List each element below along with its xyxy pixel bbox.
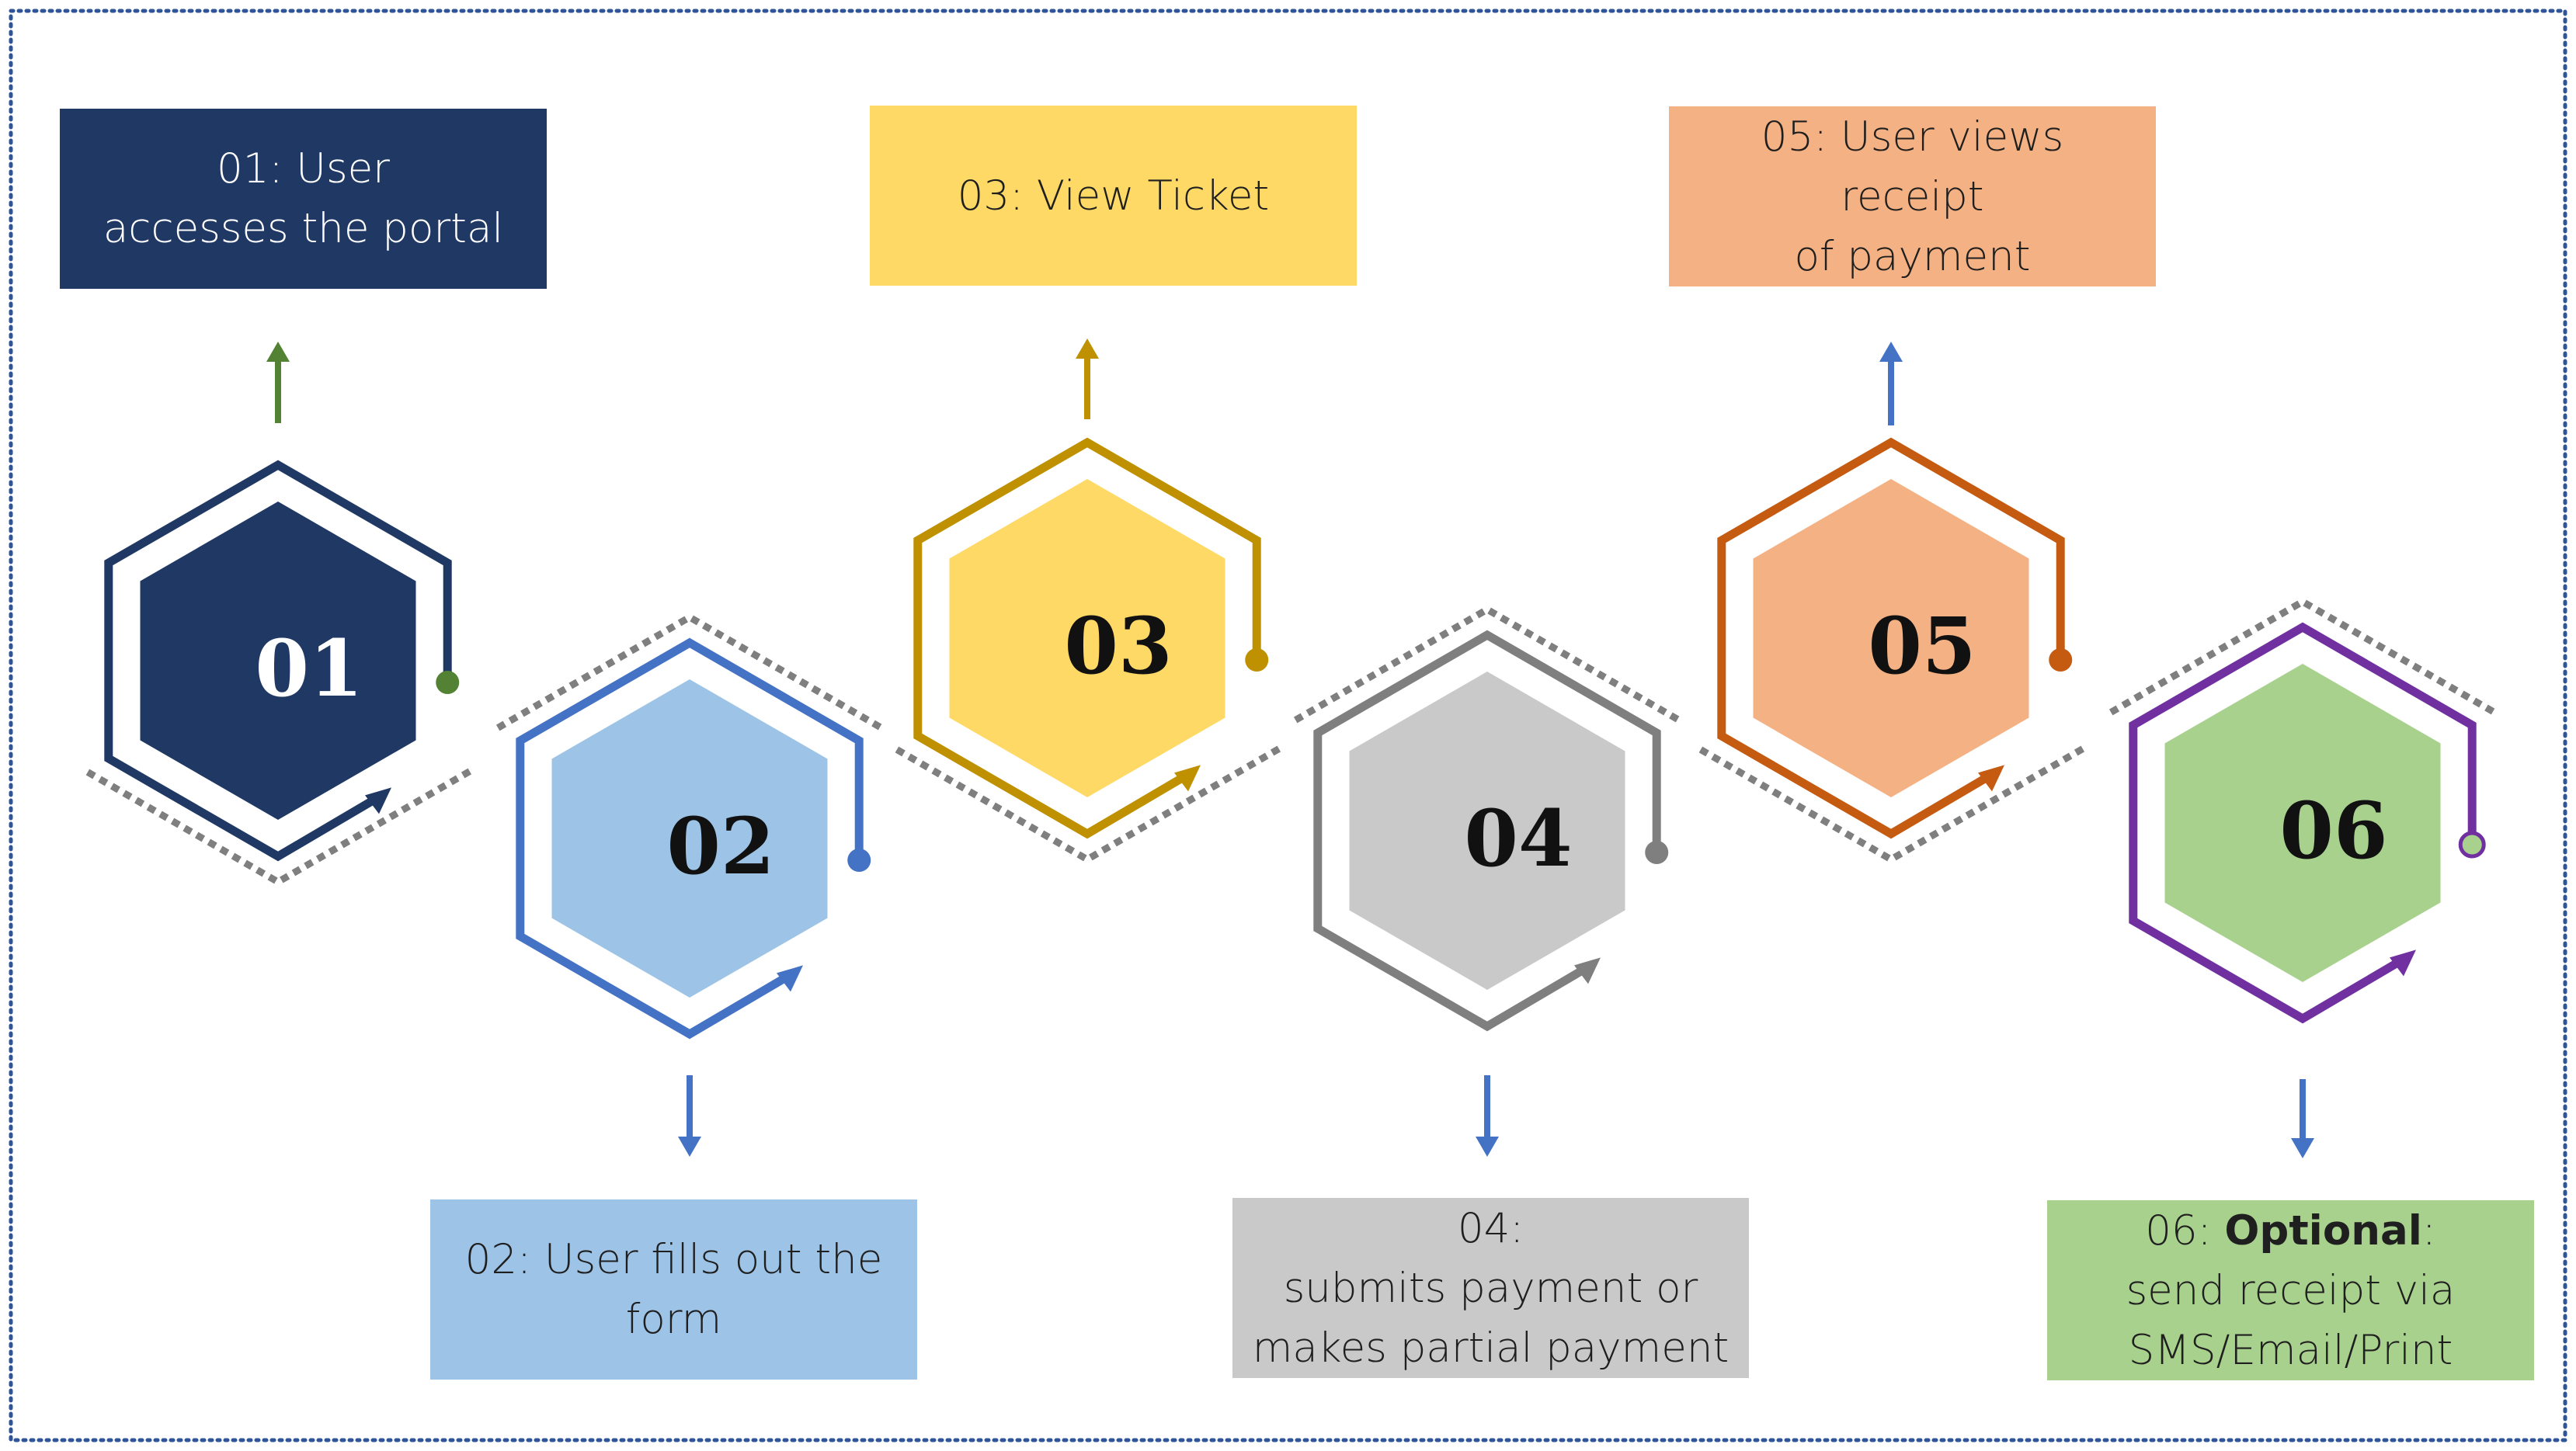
- hexagon-03-outline: [913, 437, 1261, 839]
- hexagon-01-outline: [104, 460, 452, 862]
- step-02-label: 02: User fills out the form: [430, 1199, 917, 1380]
- step-05-label: 05: User views receipt of payment: [1669, 106, 2156, 286]
- step-03-label-line-1: 03: View Ticket: [957, 172, 1270, 220]
- connector-arrow-04-head: [1476, 1137, 1499, 1157]
- step-05-label-line-2: of payment: [1794, 232, 2031, 280]
- step-02-label-line-2: form: [625, 1296, 722, 1343]
- step-01-label-line-1: 01: User: [217, 145, 390, 193]
- hexagon-03-end-dot: [1245, 648, 1269, 672]
- step-06-label: 06: Optional: send receipt via SMS/Email…: [2047, 1200, 2534, 1380]
- hexagon-06-outline-arrowhead: [2390, 949, 2416, 977]
- step-04-label-line-3: makes partial payment: [1252, 1324, 1730, 1372]
- hexagon-05-outline: [1717, 437, 2065, 839]
- hexagon-03-outline-arrowhead: [1174, 765, 1201, 792]
- connector-arrow-05-head: [1879, 342, 1903, 362]
- hexagon-03-fill: [949, 479, 1225, 797]
- hexagon-04-end-dot: [1645, 841, 1669, 864]
- step-06-label-line-3: SMS/Email/Print: [2128, 1326, 2453, 1374]
- hexagon-05-fill: [1753, 479, 2029, 797]
- hexagon-04-outline-arrowhead: [1574, 957, 1601, 984]
- hexagon-04-outline: [1313, 630, 1661, 1032]
- step-06-label-line-1: 06: Optional:: [2126, 1201, 2456, 1261]
- hexagon-05-outline-arrowhead: [1978, 765, 2004, 792]
- hexagon-02-end-dot: [847, 849, 871, 872]
- step-06-number: 06: [2279, 785, 2387, 877]
- hexagon-06-end-dot: [2458, 831, 2486, 859]
- hexagon-02-fill: [551, 679, 828, 998]
- step-02-label-line-1: 02: User fills out the: [464, 1236, 883, 1283]
- hexagon-02-outline: [516, 637, 864, 1040]
- hexagon-06-fill: [2164, 664, 2441, 982]
- connector-arrow-06-head: [2291, 1138, 2314, 1158]
- hexagon-05-dotted-outline: [1697, 745, 2085, 864]
- hexagon-01-end-dot: [436, 671, 460, 694]
- step-03-number: 03: [1064, 600, 1172, 692]
- hexagon-06-outline: [2129, 622, 2477, 1024]
- hexagon-01-outline-arrowhead: [365, 787, 391, 814]
- step-06-label-prefix: 06:: [2145, 1206, 2225, 1255]
- step-01-label-line-2: accesses the portal: [103, 205, 504, 252]
- hexagon-06-dotted-outline: [2108, 597, 2497, 716]
- step-03-label: 03: View Ticket: [870, 106, 1357, 286]
- step-06-optional-label: Optional: [2224, 1206, 2422, 1255]
- step-01-number: 01: [255, 623, 363, 714]
- step-04-label-line-1: 04:: [1457, 1204, 1524, 1252]
- step-02-number: 02: [666, 800, 774, 892]
- hexagon-03-dotted-outline: [893, 745, 1281, 864]
- page-frame-border: [9, 9, 2567, 1442]
- step-06-label-suffix: :: [2421, 1206, 2436, 1255]
- step-05-number: 05: [1868, 600, 1976, 692]
- hexagon-01-dotted-outline: [84, 768, 472, 887]
- hexagon-02-dotted-outline: [495, 613, 884, 731]
- hexagon-05-end-dot: [2049, 648, 2073, 672]
- hexagon-01-fill: [140, 502, 416, 820]
- hexagon-02-outline-arrowhead: [777, 965, 803, 992]
- step-05-label-line-1: 05: User views receipt: [1761, 113, 2064, 220]
- step-04-label: 04: submits payment or makes partial pay…: [1232, 1198, 1749, 1378]
- step-04-label-line-2: submits payment or: [1283, 1264, 1698, 1312]
- connector-arrow-03-head: [1076, 338, 1099, 359]
- connector-arrow-02-head: [678, 1137, 701, 1157]
- connector-arrow-01-head: [266, 342, 290, 362]
- step-06-label-line-2: send receipt via: [2126, 1266, 2456, 1314]
- hexagon-04-dotted-outline: [1293, 605, 1681, 724]
- step-04-number: 04: [1464, 793, 1572, 884]
- step-01-label: 01: User accesses the portal: [60, 109, 547, 289]
- hexagon-04-fill: [1349, 672, 1625, 990]
